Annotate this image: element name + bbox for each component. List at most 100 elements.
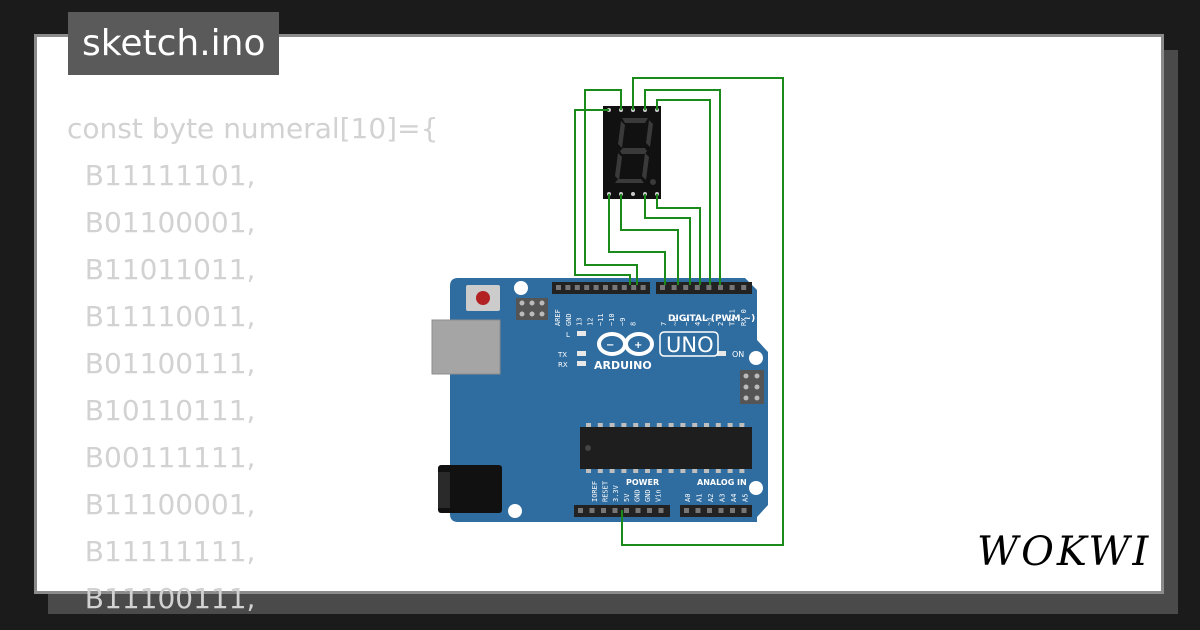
pin-hole[interactable] — [578, 508, 583, 513]
digital-pin-label: 12 — [586, 318, 594, 326]
pin-hole[interactable] — [706, 285, 712, 290]
code-line: B01100001, — [67, 206, 256, 239]
analog-pin-label: A1 — [696, 494, 704, 502]
code-line: B11111111, — [67, 535, 256, 568]
pin-hole[interactable] — [730, 508, 735, 513]
pin-hole[interactable] — [718, 285, 723, 290]
wokwi-logo: WOKWI — [977, 529, 1148, 575]
display-segments — [615, 118, 656, 185]
power-pin-label: Vin — [655, 489, 663, 502]
power-pin-label: 3.3V — [612, 484, 620, 502]
pin-hole[interactable] — [684, 508, 689, 513]
pin-hole[interactable] — [671, 285, 677, 290]
analog-pin-label: A5 — [742, 494, 750, 502]
pin-hole[interactable] — [589, 508, 595, 513]
pin-hole[interactable] — [683, 285, 689, 290]
pin-hole[interactable] — [741, 508, 747, 513]
digital-pin-label: TX 1 — [728, 309, 736, 326]
wire — [584, 89, 638, 285]
icsp-header-right — [740, 370, 764, 404]
analog-pin-label: A2 — [707, 494, 715, 502]
pin-hole[interactable] — [707, 508, 712, 513]
pin-hole[interactable] — [556, 285, 561, 290]
pin-hole[interactable] — [718, 508, 724, 513]
icsp-header-top — [516, 298, 548, 320]
tx-led-label: TX — [557, 351, 567, 359]
code-line: B01100111, — [67, 347, 256, 380]
pin-hole[interactable] — [741, 285, 747, 290]
atmega-chip — [580, 423, 752, 473]
digital-pin-label: ~10 — [608, 313, 616, 326]
on-led — [717, 351, 726, 356]
tx-led — [577, 351, 586, 356]
segment-c — [642, 153, 649, 180]
pin-hole[interactable] — [612, 508, 618, 513]
l-led — [577, 331, 586, 336]
pin-hole[interactable] — [658, 508, 664, 513]
digital-pin-label: GND — [565, 313, 573, 326]
digital-pin-label: 4 — [694, 322, 702, 326]
digital-pin-label: 8 — [630, 322, 638, 326]
arduino-infinity-logo — [597, 332, 654, 356]
segment-a — [622, 118, 648, 123]
pin-hole[interactable] — [647, 508, 652, 513]
pin-hole[interactable] — [584, 285, 590, 290]
wire — [620, 194, 679, 285]
wire — [574, 109, 631, 285]
segment-e — [615, 153, 622, 180]
pin-hole[interactable] — [612, 285, 618, 290]
digital-pin-label: ~9 — [619, 318, 627, 326]
code-line: B00111111, — [67, 441, 256, 474]
segment-dp — [650, 179, 656, 185]
code-editor: const byte numeral[10]={ B11111101, B011… — [67, 105, 438, 622]
uno-badge — [659, 331, 719, 357]
l-led-label: L — [566, 331, 570, 339]
pin-hole[interactable] — [635, 508, 641, 513]
power-header-label: POWER — [626, 478, 659, 487]
pin-hole[interactable] — [631, 285, 637, 290]
digital-pin-holes — [556, 285, 747, 290]
pin-hole[interactable] — [601, 508, 606, 513]
pin-hole[interactable] — [565, 285, 571, 290]
pin-hole[interactable] — [593, 285, 599, 290]
digital-header-label: DIGITAL (PWM ~) — [668, 314, 755, 324]
pin-hole[interactable] — [574, 285, 580, 290]
sketch-file-title: sketch.ino — [68, 12, 280, 75]
usb-port — [431, 319, 501, 375]
pin-hole[interactable] — [621, 285, 627, 290]
segment-f — [618, 121, 625, 148]
digital-pin-label: 7 — [660, 322, 668, 326]
digital-pin-label: ~11 — [597, 313, 605, 326]
power-pin-label: GND — [633, 489, 641, 502]
digital-pin-label: 13 — [576, 318, 584, 326]
segment-g — [620, 148, 647, 154]
pin-hole[interactable] — [603, 285, 608, 290]
pin-hole[interactable] — [624, 508, 629, 513]
wire — [644, 194, 691, 285]
pin-hole[interactable] — [729, 285, 735, 290]
pin-hole[interactable] — [694, 285, 700, 290]
power-pin-label: RESET — [602, 480, 610, 502]
digital-pin-label: AREF — [554, 309, 562, 326]
mount-hole — [749, 351, 763, 365]
pin-hole[interactable] — [640, 285, 646, 290]
wire — [621, 77, 784, 546]
pin-hole[interactable] — [695, 508, 701, 513]
code-line: B11110011, — [67, 300, 256, 333]
analog-pin-label: A4 — [730, 494, 738, 502]
seven-segment-display[interactable] — [603, 106, 661, 199]
segment-d — [615, 179, 644, 183]
mount-hole — [749, 481, 763, 495]
pin-hole[interactable] — [660, 285, 665, 290]
digital-pin-label: ~6 — [671, 318, 679, 326]
code-line: B11011011, — [67, 253, 256, 286]
reset-button-cap[interactable] — [476, 291, 490, 305]
code-line: B11100111, — [67, 582, 256, 615]
bottom-pin-holes — [578, 508, 747, 513]
wires — [574, 77, 784, 546]
power-pin-label: GND — [644, 489, 652, 502]
board-brand: ARDUINO — [594, 359, 652, 372]
